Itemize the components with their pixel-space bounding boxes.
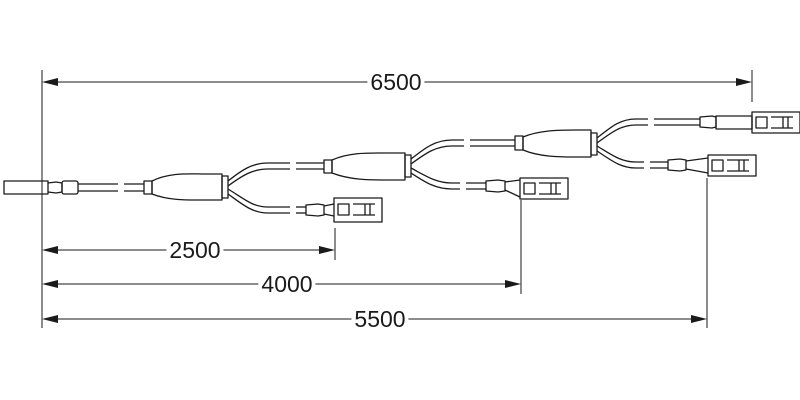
branch-1-upper bbox=[227, 159, 333, 187]
branch-2-upper bbox=[410, 135, 524, 165]
dimension-label-first-outlet: 2500 bbox=[166, 238, 224, 262]
outlet-connector-3a bbox=[715, 111, 800, 134]
cable-segment-main-1 bbox=[78, 180, 153, 195]
dimension-label-second-outlet: 4000 bbox=[258, 272, 316, 296]
dimension-label-overall: 6500 bbox=[367, 70, 425, 94]
branch-3-upper bbox=[596, 115, 717, 144]
splitter-1 bbox=[151, 173, 229, 201]
outlet-connector-1 bbox=[323, 197, 383, 223]
branch-1-lower bbox=[227, 188, 325, 217]
splitter-2 bbox=[331, 152, 412, 181]
extension-lines bbox=[41, 70, 753, 328]
branch-2-lower bbox=[410, 167, 506, 193]
branch-3-lower bbox=[596, 145, 687, 172]
dimension-label-third-outlet: 5500 bbox=[351, 307, 409, 331]
outlet-connector-3b bbox=[685, 154, 757, 177]
splitter-3 bbox=[522, 129, 598, 158]
input-connector bbox=[3, 180, 79, 195]
outlet-connector-2 bbox=[504, 177, 569, 200]
